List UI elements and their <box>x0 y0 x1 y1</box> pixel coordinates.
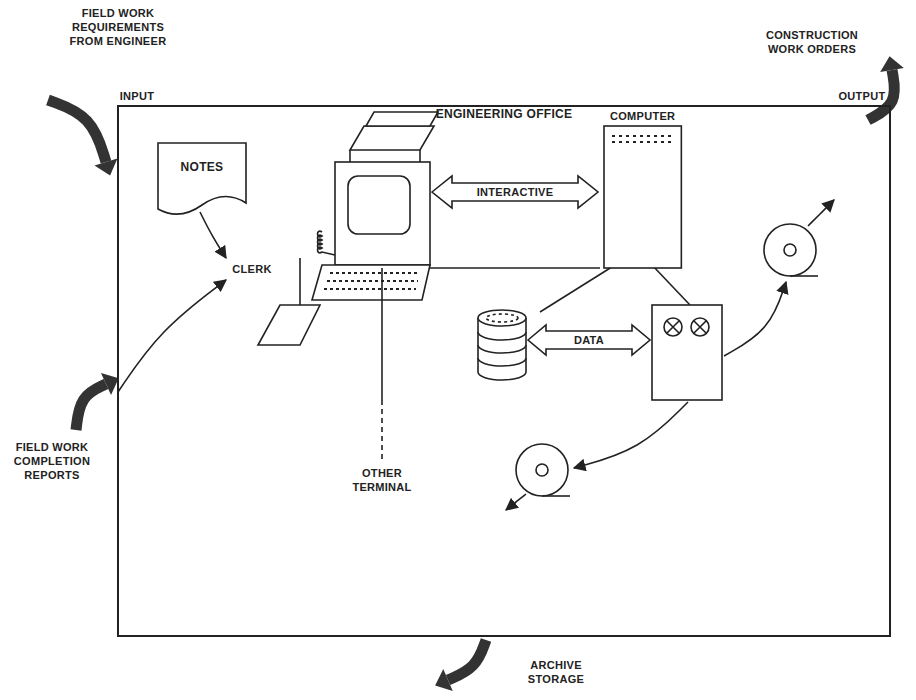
archive-label: ARCHIVE STORAGE <box>516 658 596 686</box>
node-text: NOTES <box>157 160 247 174</box>
terminal-label: OTHER TERMINAL <box>342 466 422 494</box>
cabinet-outline <box>602 110 683 270</box>
panel-lights <box>612 135 673 137</box>
other-terminal-wire <box>381 400 383 462</box>
panel-lights <box>612 141 673 143</box>
cabinet-outline <box>604 126 681 268</box>
notes-sheet: NOTES <box>157 142 247 217</box>
disk-wire <box>540 265 615 312</box>
input-source: FIELD WORK COMPLETION REPORTS <box>6 440 98 482</box>
computer-cabinet: COMPUTER <box>602 110 683 270</box>
io-arrow <box>76 384 106 430</box>
other-terminal-wire <box>381 268 383 400</box>
node-text: ENGINEERING OFFICE <box>119 107 889 121</box>
data-arrow <box>528 325 650 355</box>
io-arrowhead <box>95 159 118 176</box>
io-arrow <box>48 100 106 162</box>
disk-pack <box>478 310 526 380</box>
tape-reel <box>516 444 570 496</box>
output-target: CONSTRUCTION WORK ORDERS <box>757 28 867 56</box>
input-source: FIELD WORK REQUIREMENTS FROM ENGINEER <box>58 6 178 48</box>
flow-arrow <box>724 282 786 356</box>
tape-drive <box>652 305 722 400</box>
flow-arrow <box>808 200 834 226</box>
link-label: INTERACTIVE <box>463 185 567 199</box>
paper-outline <box>157 142 247 217</box>
terminal <box>258 162 430 345</box>
io-arrowhead <box>880 56 904 72</box>
port-label: INPUT <box>112 89 162 103</box>
tape-wire <box>652 265 690 305</box>
terminal-wire <box>430 267 600 269</box>
io-arrow <box>448 640 486 680</box>
tape-reel <box>764 224 818 276</box>
node-text: COMPUTER <box>602 110 683 122</box>
paper-outline <box>158 143 246 214</box>
role-label: CLERK <box>222 262 282 276</box>
link-label: DATA <box>562 333 616 347</box>
flow-arrow <box>506 494 526 510</box>
flow-arrow <box>200 212 226 258</box>
interactive-arrow <box>432 176 598 208</box>
flow-arrow <box>118 280 226 392</box>
printer <box>350 112 438 162</box>
flow-arrow <box>574 402 688 468</box>
port-label: OUTPUT <box>832 89 892 103</box>
io-arrowhead <box>435 669 453 691</box>
